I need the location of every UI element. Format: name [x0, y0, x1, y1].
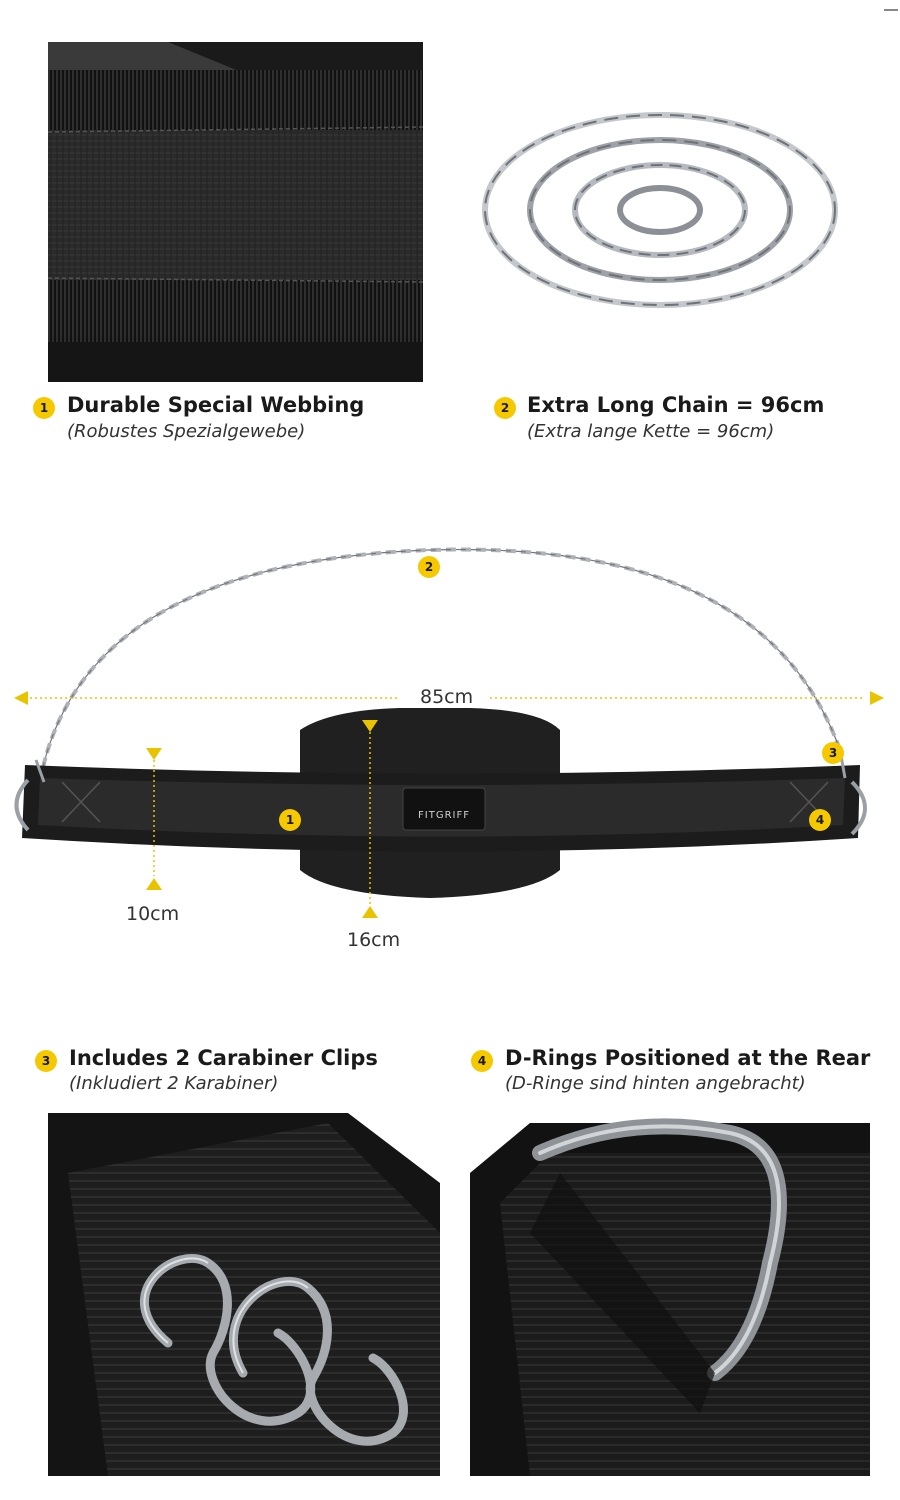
feature-badge-2: 2: [494, 397, 516, 419]
feature-badge-1: 1: [33, 397, 55, 419]
feature-subtitle-3: (Inkludiert 2 Karabiner): [69, 1073, 279, 1094]
diagram-marker-1: 1: [279, 809, 301, 831]
d-ring-photo: [470, 1113, 870, 1476]
feature-subtitle-4: (D-Ringe sind hinten angebracht): [505, 1073, 806, 1094]
feature-subtitle-1: (Robustes Spezialgewebe): [67, 421, 306, 442]
diagram-marker-4: 4: [809, 809, 831, 831]
chain-coil-photo: [455, 75, 865, 335]
feature-badge-4: 4: [471, 1050, 493, 1072]
brand-logo: FITGRIFF: [418, 810, 470, 821]
feature-badge-3: 3: [35, 1050, 57, 1072]
carabiners-photo: [48, 1113, 440, 1476]
feature-title-1: Durable Special Webbing: [67, 393, 365, 417]
webbing-closeup-photo: [48, 42, 423, 382]
diagram-marker-2: 2: [418, 556, 440, 578]
small-height-dimension-label: 10cm: [126, 903, 180, 925]
feature-subtitle-2: (Extra lange Kette = 96cm): [527, 421, 775, 442]
feature-title-4: D-Rings Positioned at the Rear: [505, 1046, 871, 1070]
large-height-dimension-label: 16cm: [347, 929, 401, 951]
feature-title-2: Extra Long Chain = 96cm: [527, 393, 825, 417]
diagram-marker-3: 3: [822, 742, 844, 764]
feature-title-3: Includes 2 Carabiner Clips: [69, 1046, 378, 1070]
width-dimension-label: 85cm: [420, 686, 474, 708]
belt-diagram: [0, 520, 900, 960]
corner-mark: [884, 9, 898, 11]
